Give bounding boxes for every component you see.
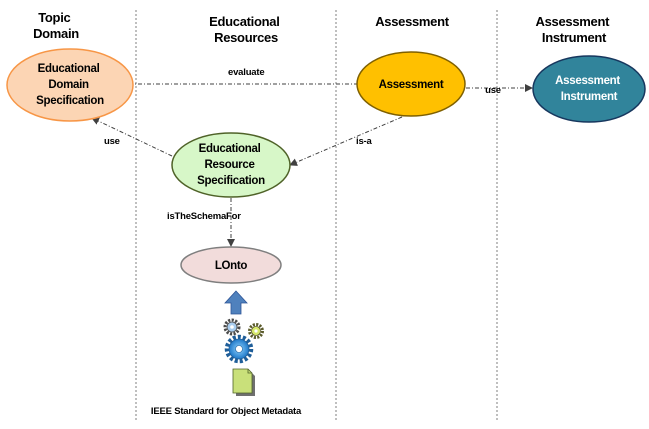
- edge-use-domain: [91, 117, 173, 157]
- svg-text:LOnto: LOnto: [215, 260, 248, 272]
- column-header-assessment-instrument: Assessment Instrument: [536, 14, 613, 45]
- column-header-assessment: Assessment: [375, 14, 450, 29]
- column-header-educational-resources: Educational Resources: [209, 14, 283, 45]
- edge-label-use-domain: use: [104, 136, 120, 147]
- caption-ieee-standard: IEEE Standard for Object Metadata: [151, 406, 302, 417]
- node-shape: [180, 246, 282, 284]
- node-educational-resource-specification: Educational Resource Specification: [171, 132, 291, 198]
- node-lonto: LOnto: [180, 246, 282, 284]
- edges: [91, 80, 533, 247]
- document-icon: [232, 368, 255, 396]
- gear-small-right: [248, 323, 264, 339]
- svg-text:Educational Domain: Educational Domain Specification: [36, 63, 104, 107]
- node-shape: [171, 132, 291, 198]
- svg-text:Assessment: Assessment: [379, 79, 444, 91]
- column-separators: [135, 10, 498, 420]
- node-educational-domain-specification: Educational Domain Specification: [6, 48, 134, 122]
- edge-label-is-the-schema-for: isTheSchemaFor: [167, 211, 241, 222]
- up-arrow-icon: [224, 290, 248, 315]
- node-assessment: Assessment: [356, 51, 466, 117]
- edge-label-use-instrument: use: [485, 85, 501, 96]
- node-assessment-instrument: Assessment Instrument: [532, 55, 646, 123]
- gears-icon: [223, 318, 264, 364]
- svg-text:Assessment Instrument: Assessment Instrument: [555, 75, 623, 103]
- node-shape: [356, 51, 466, 117]
- node-shape: [6, 48, 134, 122]
- edge-label-evaluate: evaluate: [228, 67, 264, 78]
- column-header-topic-domain: Topic Domain: [33, 10, 79, 41]
- svg-text:Educational Resource: Educational Resource Specification: [197, 143, 265, 187]
- node-shape: [532, 55, 646, 123]
- edge-is-a: [289, 116, 403, 166]
- gear-large: [224, 334, 254, 364]
- gear-small-left: [223, 318, 241, 336]
- edge-label-is-a: is-a: [356, 136, 372, 147]
